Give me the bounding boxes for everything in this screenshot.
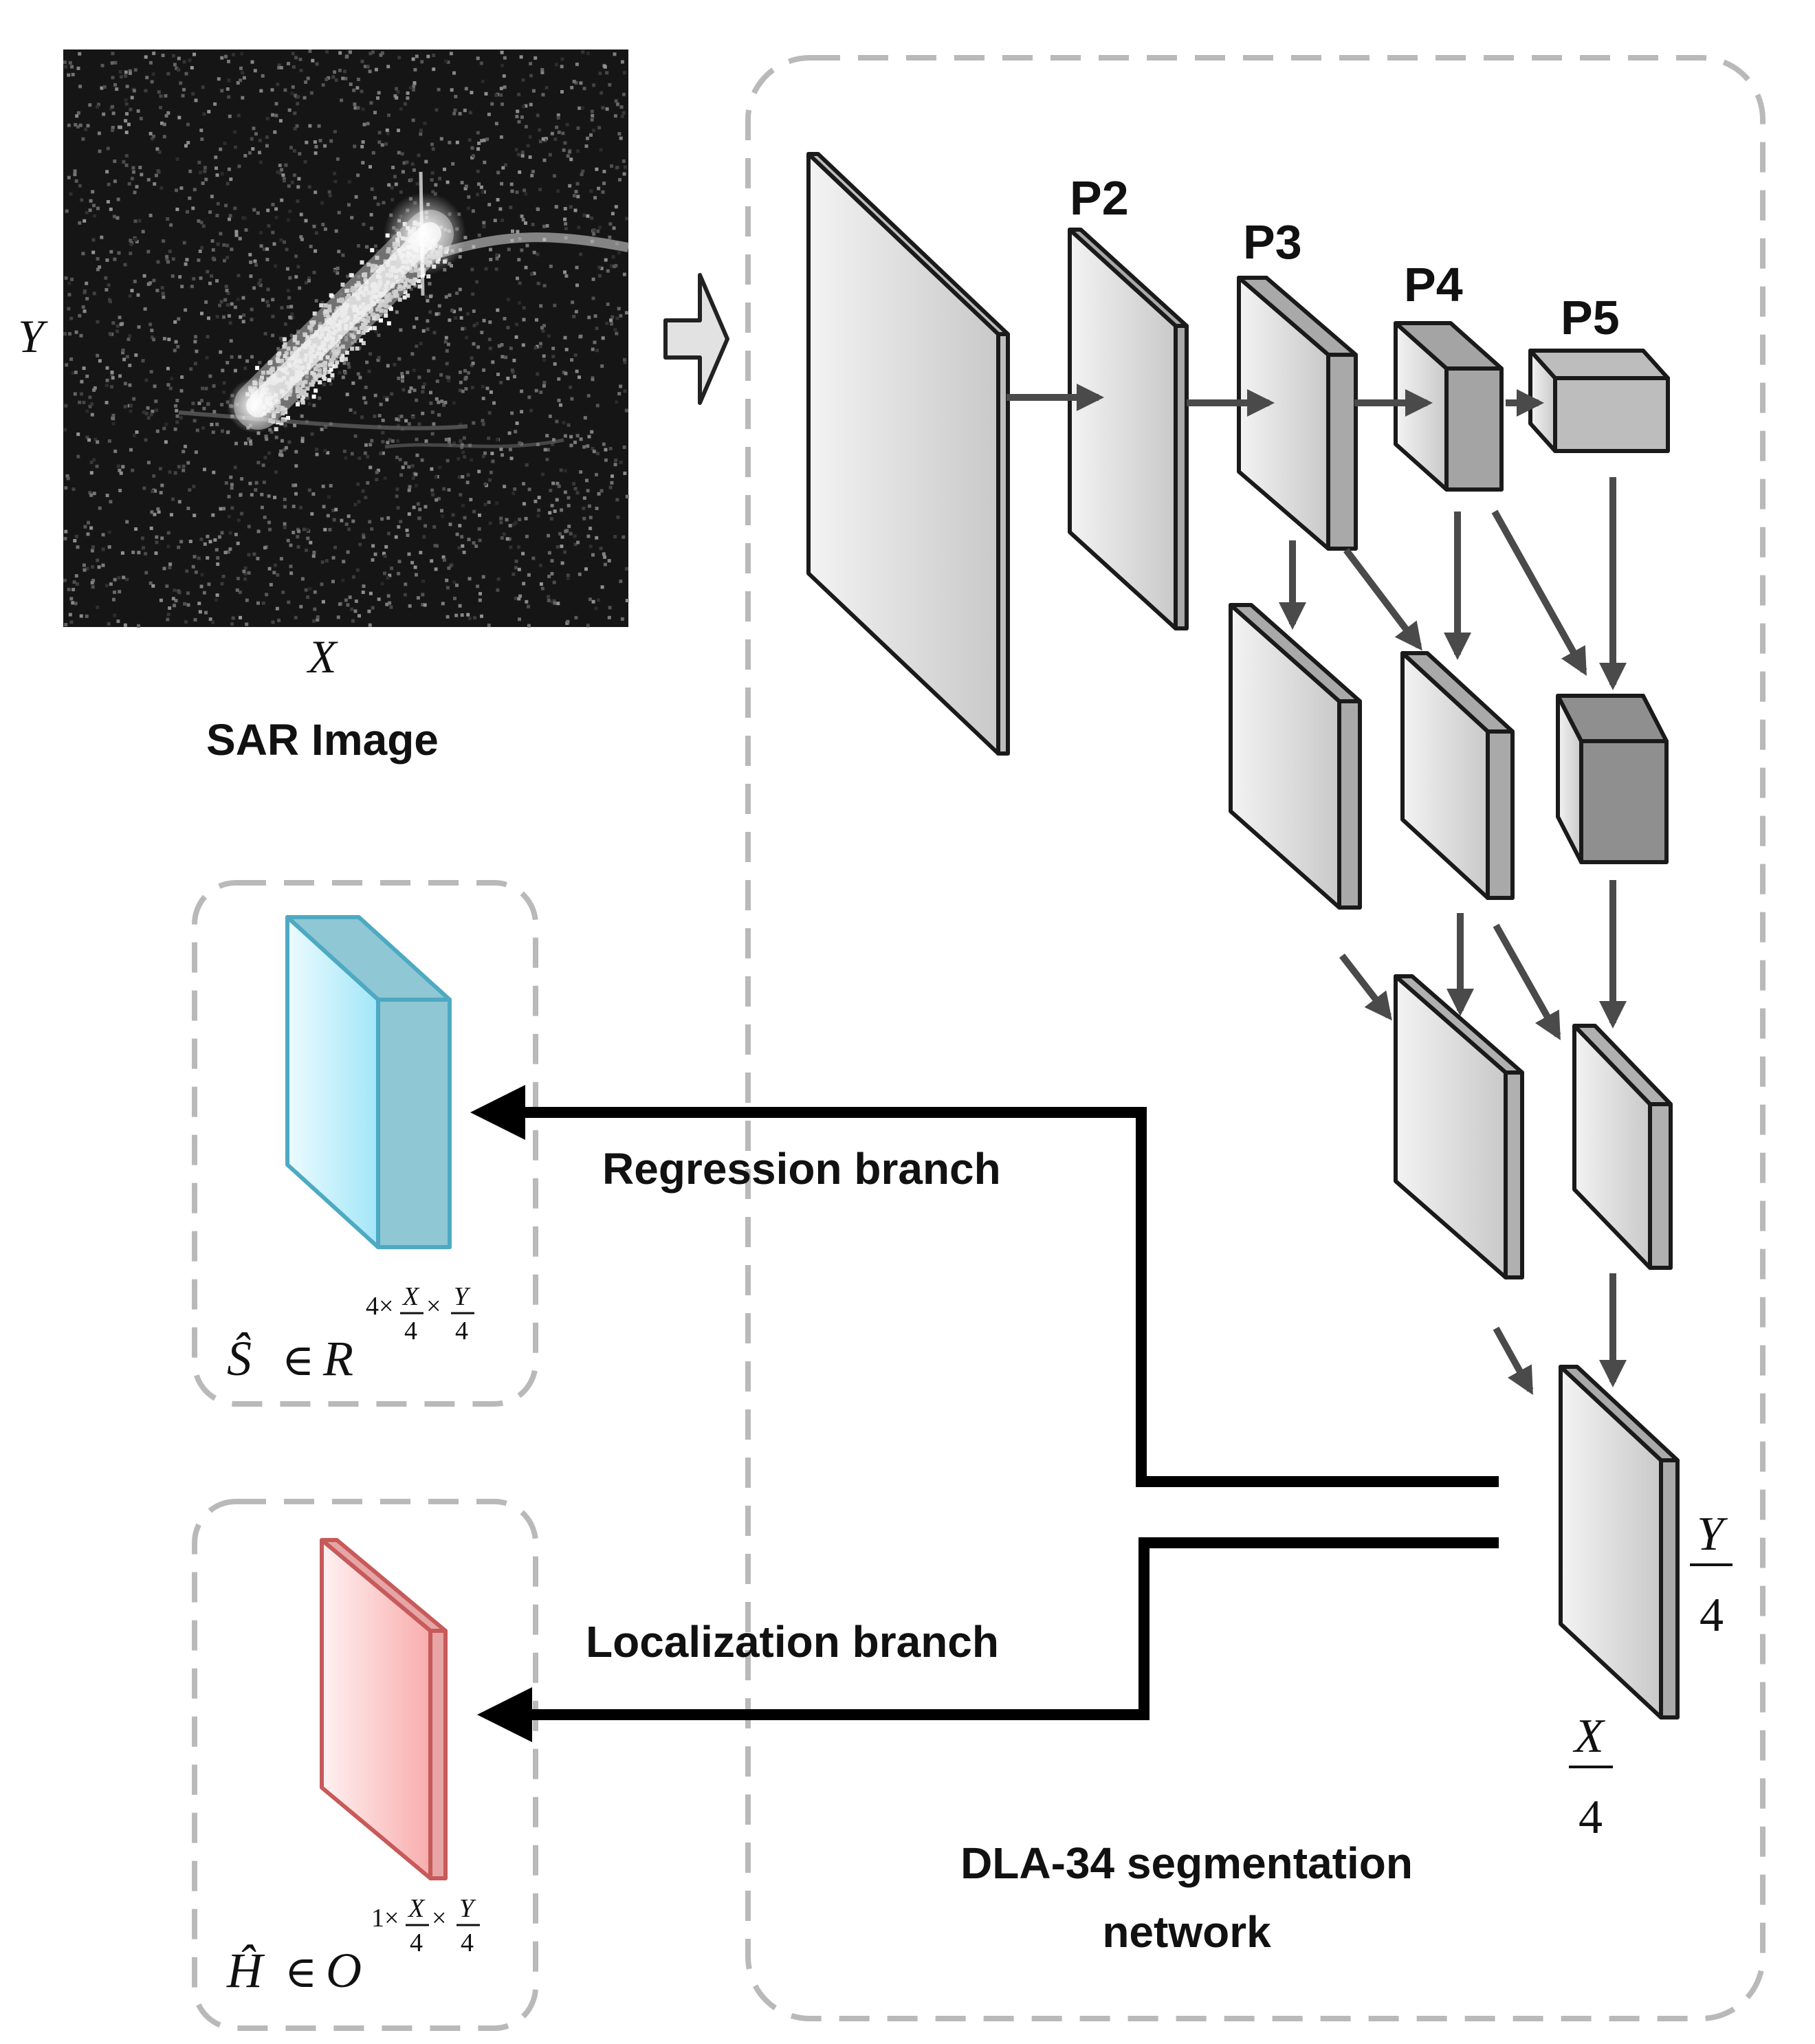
arrow-p4-diag	[1491, 509, 1587, 676]
svg-text:×: ×	[432, 1904, 446, 1933]
localization-output-frame	[192, 1499, 538, 2031]
feature-flow-arrows	[1006, 384, 1627, 1395]
sar-image	[63, 50, 630, 628]
svg-text:Y: Y	[454, 1282, 471, 1311]
svg-text:Y: Y	[1697, 1508, 1728, 1561]
level-label-p4: P4	[1404, 258, 1463, 311]
output-height-fraction: Y 4	[1690, 1508, 1732, 1642]
input-hollow-arrow	[663, 273, 729, 405]
svg-text:4: 4	[455, 1317, 468, 1345]
p5-block	[1528, 349, 1670, 453]
svg-text:4: 4	[1700, 1589, 1724, 1642]
svg-text:∈: ∈	[282, 1336, 314, 1385]
svg-text:4: 4	[410, 1928, 423, 1957]
svg-text:∈: ∈	[285, 1948, 317, 1997]
svg-text:Ŝ: Ŝ	[227, 1331, 252, 1386]
svg-text:X: X	[1572, 1710, 1606, 1763]
regression-output-block	[285, 915, 452, 1249]
svg-text:Ĥ: Ĥ	[226, 1943, 265, 1998]
svg-text:4: 4	[404, 1317, 417, 1345]
svg-text:4×: 4×	[366, 1292, 393, 1321]
svg-text:O: O	[326, 1943, 362, 1998]
level-label-p5: P5	[1561, 291, 1620, 344]
regression-output-formula: Ŝ ∈ R 4× X 4 × Y 4	[227, 1282, 474, 1386]
level-label-p3: P3	[1243, 215, 1302, 269]
regression-branch-label: Regression branch	[602, 1144, 1001, 1194]
localization-branch-arrow	[477, 1537, 1499, 1742]
arrow-r2c1-diag	[1493, 1326, 1534, 1395]
arrow-p3-diag	[1343, 547, 1422, 651]
svg-text:X: X	[402, 1282, 420, 1311]
svg-text:Y: Y	[459, 1894, 476, 1923]
network-frame	[745, 55, 1766, 2021]
network-blocks	[285, 152, 1680, 1880]
svg-text:×: ×	[426, 1292, 441, 1321]
regression-branch-arrow	[470, 1085, 1499, 1487]
svg-text:4: 4	[461, 1928, 474, 1957]
network-caption-line1: DLA-34 segmentation	[960, 1838, 1413, 1888]
p4-block	[1394, 321, 1504, 492]
network-caption-line2: network	[1102, 1907, 1271, 1957]
level-label-p2: P2	[1070, 171, 1129, 225]
sar-y-axis-label: Y	[18, 310, 48, 362]
agg-block-r2-c1	[1394, 974, 1524, 1279]
agg-block-r2-c2	[1572, 1024, 1673, 1270]
arrow-r1c2-diag	[1493, 923, 1561, 1040]
svg-text:R: R	[322, 1331, 353, 1386]
localization-branch-label: Localization branch	[586, 1617, 999, 1667]
p3-block	[1237, 276, 1358, 551]
agg-block-r1-c2	[1400, 651, 1515, 900]
sar-speckle	[63, 50, 629, 628]
localization-output-formula: Ĥ ∈ O 1× X 4 × Y 4	[226, 1894, 480, 1998]
sar-x-axis-label: X	[306, 630, 338, 683]
agg-block-r1-c1	[1229, 603, 1362, 910]
arrow-r1c1-diag	[1339, 953, 1392, 1021]
sar-image-caption: SAR Image	[206, 715, 439, 765]
localization-output-block	[320, 1538, 448, 1880]
agg-block-r1-c3	[1556, 694, 1669, 864]
output-width-fraction: X 4	[1569, 1710, 1613, 1844]
svg-text:1×: 1×	[371, 1904, 399, 1933]
svg-text:X: X	[407, 1894, 426, 1923]
regression-output-frame	[192, 880, 538, 1407]
output-feature-block	[1559, 1365, 1680, 1719]
svg-text:4: 4	[1578, 1791, 1603, 1844]
backbone-input-block	[806, 152, 1010, 756]
p2-block	[1068, 228, 1189, 630]
